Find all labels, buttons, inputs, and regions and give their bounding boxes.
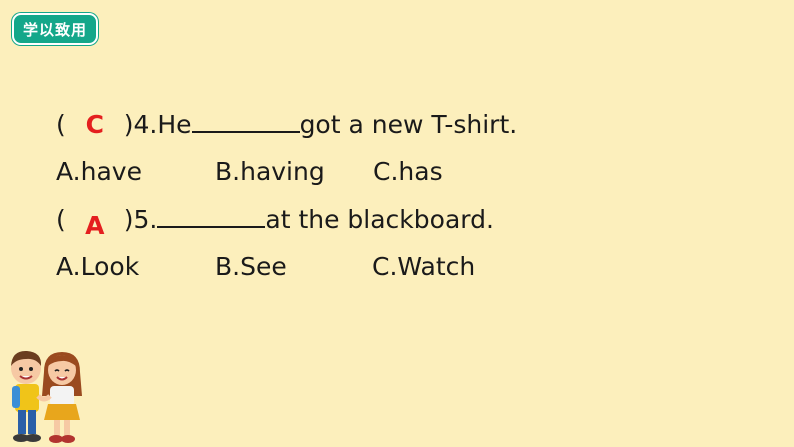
- question-4: ( C )4.He got a new T-shirt.: [56, 110, 517, 139]
- question-5-text: at the blackboard.: [265, 205, 494, 234]
- answer-blank: [157, 206, 266, 228]
- option-5-c: C.Watch: [372, 252, 476, 281]
- girl-figure: [42, 352, 82, 443]
- option-4-b: B.having: [215, 157, 325, 186]
- option-4-c: C.has: [373, 157, 443, 186]
- open-paren: (: [56, 110, 66, 139]
- option-4-a: A.have: [56, 157, 142, 186]
- two-children-holding-hands-icon: [11, 350, 82, 443]
- answer-5: A: [85, 211, 105, 240]
- question-4-text: got a new T-shirt.: [299, 110, 518, 139]
- question-4-number: )4.He: [123, 110, 192, 139]
- section-badge: 学以致用: [12, 13, 98, 45]
- open-paren: (: [56, 205, 66, 234]
- option-5-a: A.Look: [56, 252, 140, 281]
- answer-4: C: [85, 110, 104, 139]
- question-5: ( A )5. at the blackboard.: [56, 205, 494, 240]
- question-5-number: )5.: [123, 205, 158, 234]
- boy-figure: [11, 350, 42, 442]
- answer-blank: [191, 111, 300, 133]
- option-5-b: B.See: [215, 252, 287, 281]
